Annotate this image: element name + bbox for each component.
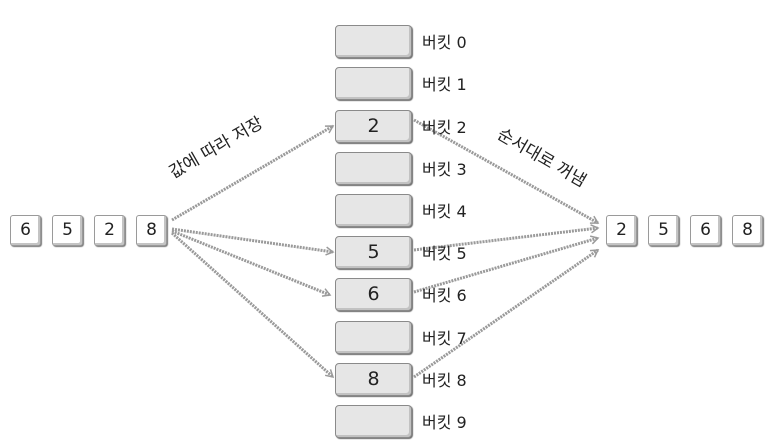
bucket-0 <box>335 25 412 58</box>
input-cell: 2 <box>94 215 125 246</box>
input-cell: 8 <box>136 215 167 246</box>
bucket-7 <box>335 321 412 354</box>
bucket-5: 5 <box>335 236 412 269</box>
arrow-bucket-5-to-output <box>413 224 600 252</box>
bucket-9 <box>335 405 412 438</box>
input-cell: 6 <box>10 215 41 246</box>
arrow-bucket-8-to-output <box>413 248 600 379</box>
bucket-label-3: 버킷 3 <box>422 160 467 179</box>
arrow-bucket-2-to-output <box>413 118 600 225</box>
input-cell: 5 <box>52 215 83 246</box>
bucket-1 <box>335 67 412 100</box>
arrow-input-to-bucket-6 <box>171 229 332 297</box>
bucket-label-9: 버킷 9 <box>422 413 467 432</box>
output-cell: 6 <box>690 215 721 246</box>
output-cell: 5 <box>648 215 679 246</box>
bucket-6: 6 <box>335 278 412 311</box>
bucket-label-7: 버킷 7 <box>422 329 467 348</box>
bucket-8: 8 <box>335 363 412 396</box>
bucket-2: 2 <box>335 110 412 143</box>
bucket-label-1: 버킷 1 <box>422 75 467 94</box>
bucket-label-4: 버킷 4 <box>422 202 467 221</box>
bucket-label-5: 버킷 5 <box>422 244 467 263</box>
output-cell: 2 <box>606 215 637 246</box>
arrow-input-to-bucket-2 <box>171 124 335 222</box>
bucket-3 <box>335 152 412 185</box>
bucket-label-2: 버킷 2 <box>422 118 467 137</box>
arrow-bucket-6-to-output <box>413 235 600 294</box>
bucket-label-6: 버킷 6 <box>422 286 467 305</box>
output-cell: 8 <box>732 215 763 246</box>
arrow-input-to-bucket-8 <box>171 231 335 379</box>
bucket-label-0: 버킷 0 <box>422 33 467 52</box>
bucket-4 <box>335 194 412 227</box>
bucket-label-8: 버킷 8 <box>422 371 467 390</box>
arrow-input-to-bucket-5 <box>171 227 335 256</box>
